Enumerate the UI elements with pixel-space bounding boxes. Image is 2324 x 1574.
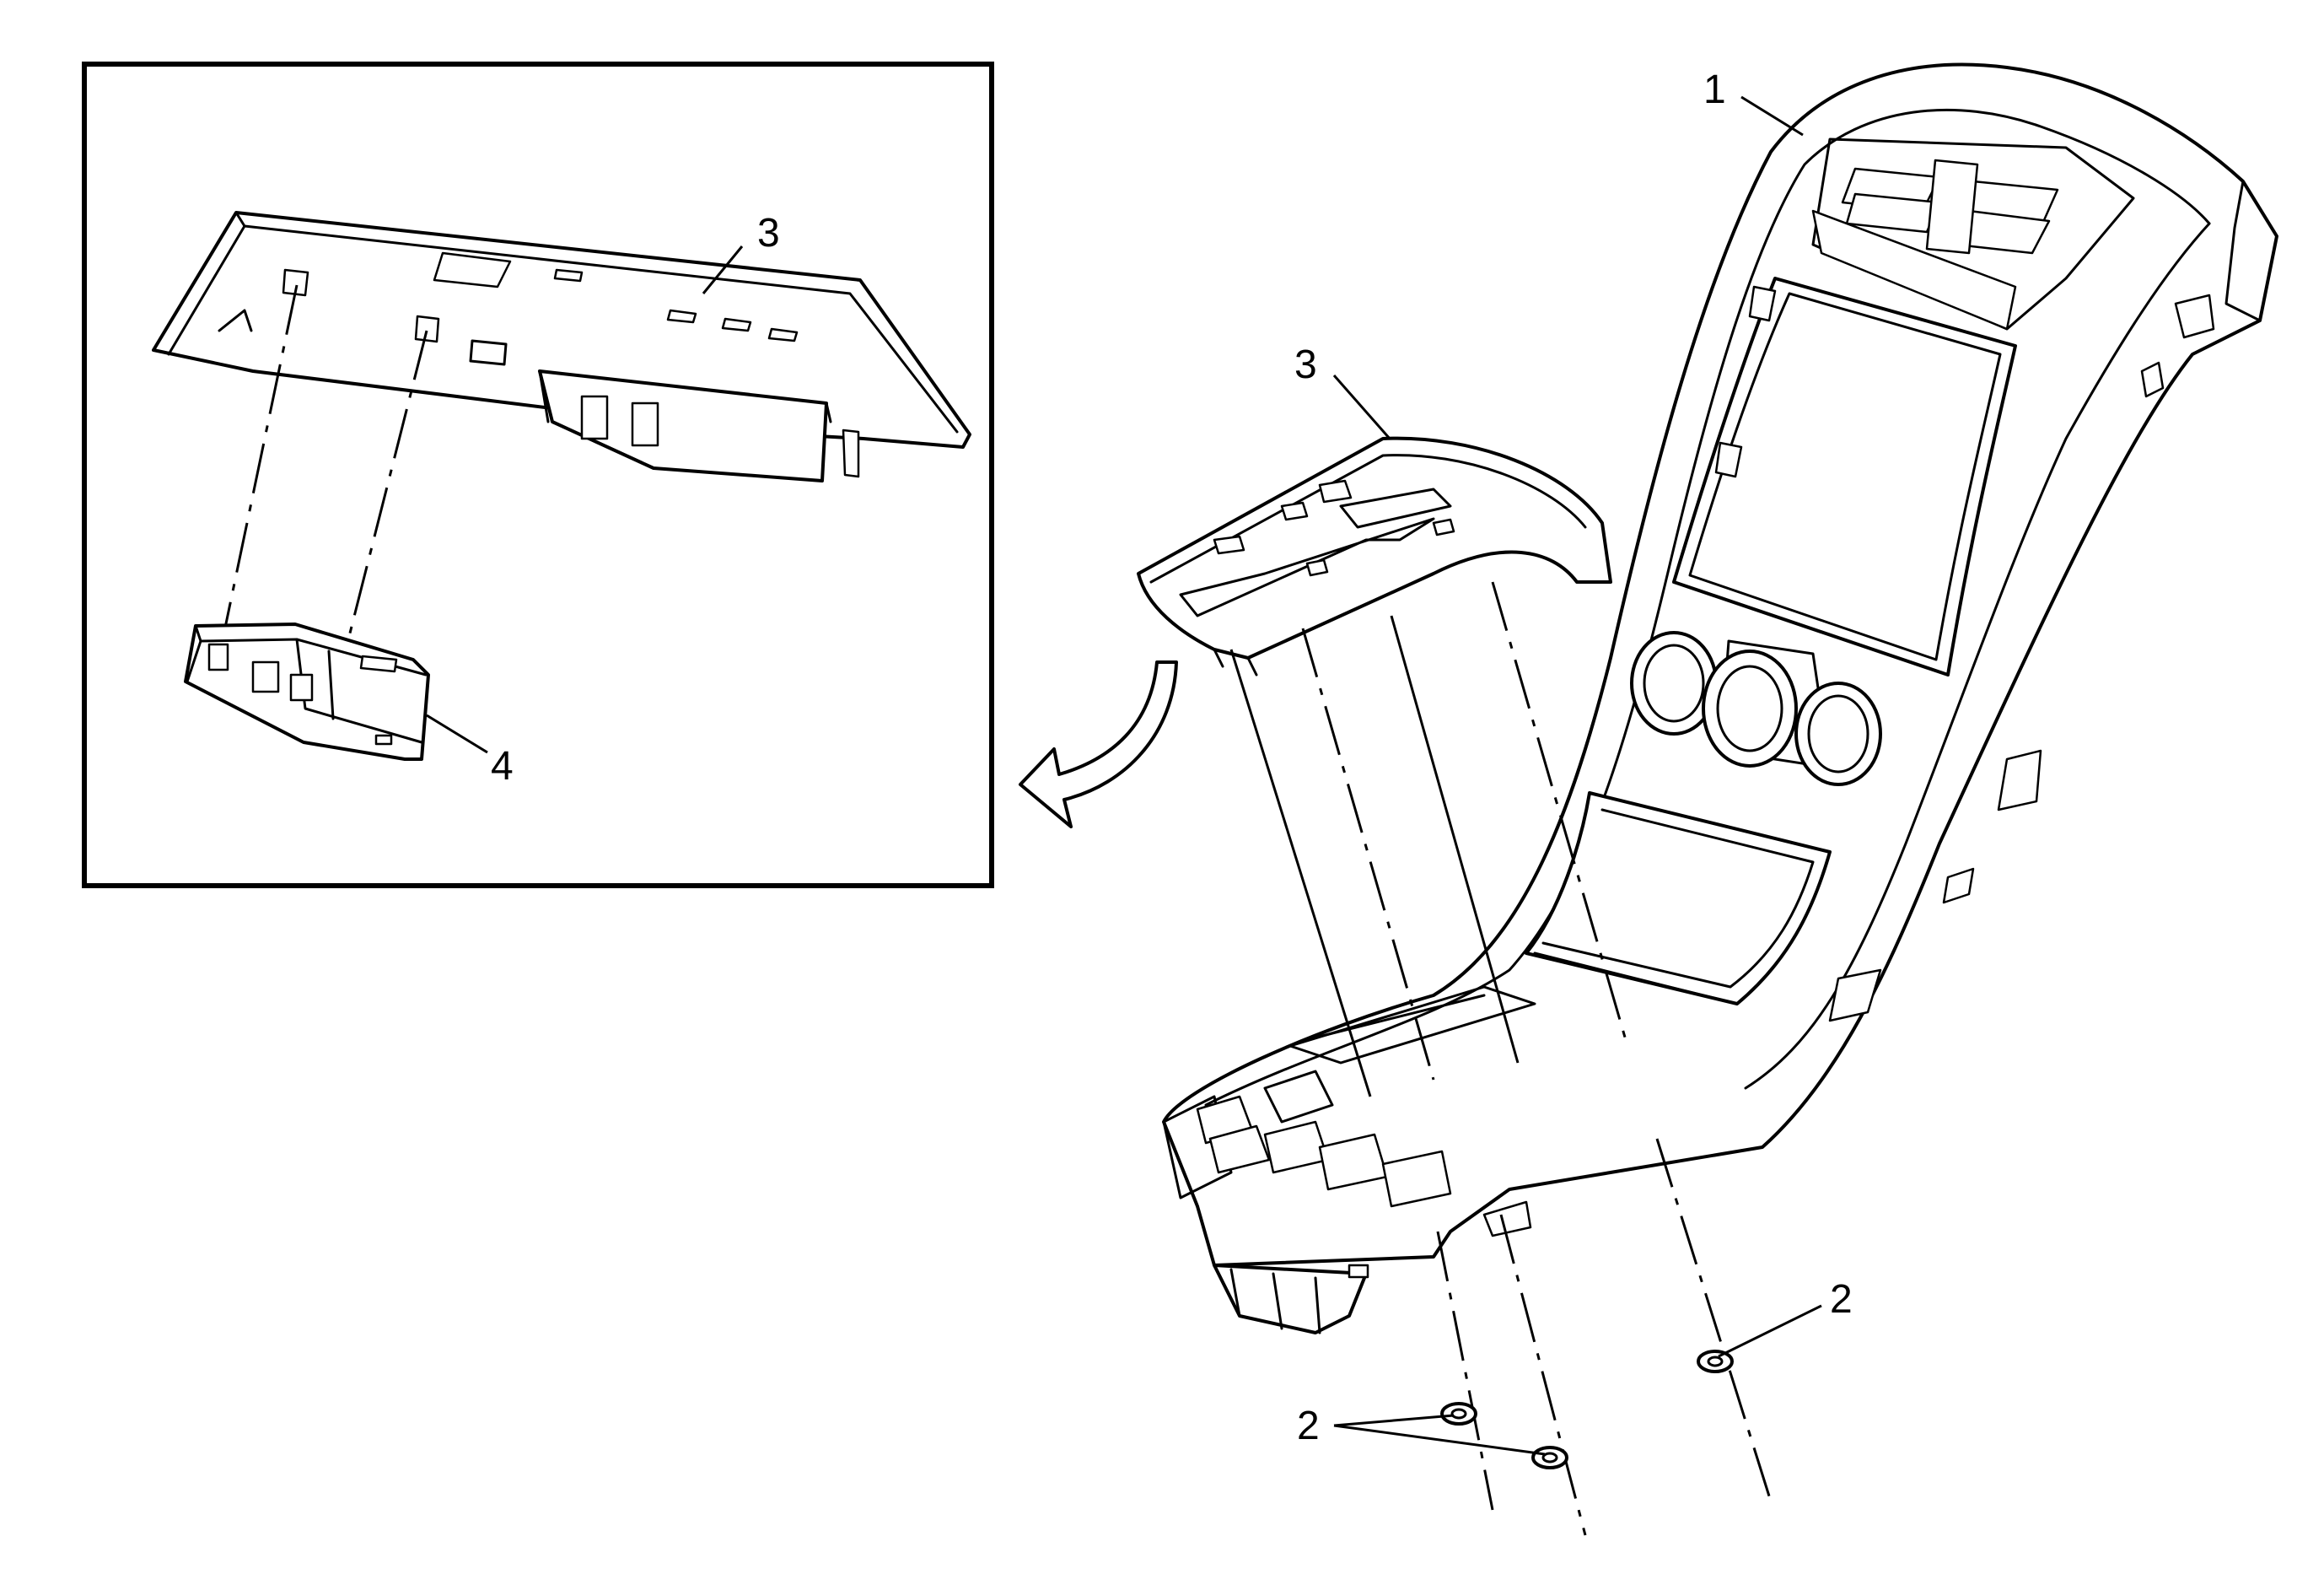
- inset-part-3-bezel: [152, 211, 971, 482]
- callout-4: 4: [491, 744, 514, 789]
- leader-2-left-b: [1333, 1424, 1546, 1456]
- main-alignment-lines: [1229, 581, 1773, 1536]
- leader-3-inset: [702, 245, 744, 294]
- leader-2-left-a: [1333, 1414, 1455, 1427]
- inset-alignment-line-right: [340, 330, 428, 667]
- leader-1: [1740, 95, 1804, 137]
- leader-3-main: [1332, 375, 1391, 439]
- inset-detail-view: 3 4: [82, 62, 994, 888]
- callout-2-left: 2: [1297, 1404, 1320, 1448]
- curved-arrow-to-inset: [1019, 660, 1178, 828]
- callout-2-right: 2: [1830, 1277, 1853, 1322]
- leader-2-right: [1718, 1304, 1822, 1358]
- fasteners-part-2: [1440, 1350, 1734, 1469]
- callout-1: 1: [1703, 67, 1726, 112]
- center-console-part-1: [1162, 62, 2278, 1334]
- callout-3-main: 3: [1294, 342, 1317, 387]
- callout-3-inset: 3: [757, 211, 780, 256]
- inset-alignment-line-left: [219, 284, 299, 649]
- control-knobs: [1630, 631, 1882, 786]
- leader-4: [426, 714, 488, 754]
- inset-part-4-switch: [184, 623, 430, 761]
- main-part-3-bezel: [1137, 436, 1612, 676]
